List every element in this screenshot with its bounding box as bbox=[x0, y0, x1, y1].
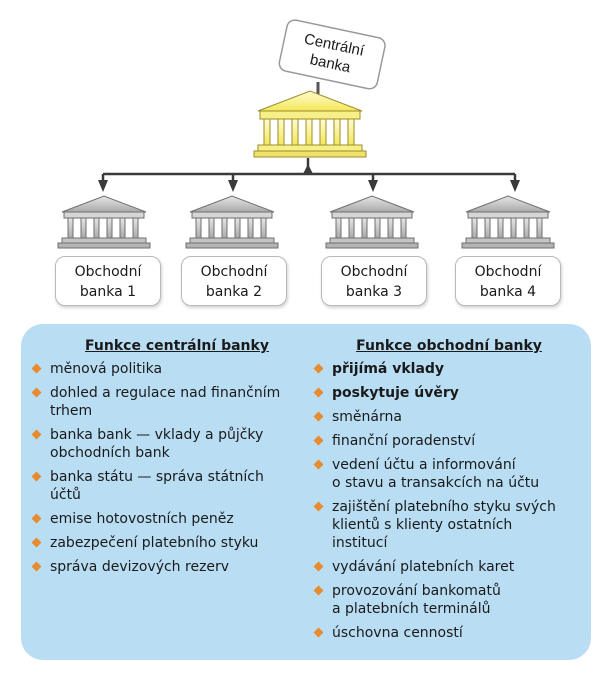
list-item-text: měnová politika bbox=[50, 361, 163, 377]
diamond-bullet-icon bbox=[313, 501, 324, 512]
commercial-bank-temple-icon bbox=[325, 195, 419, 249]
list-item-text: správa devizových rezerv bbox=[50, 559, 230, 575]
list-item-text: úschovna cenností bbox=[332, 625, 463, 641]
commercial-function-item: vydávání platebních karet bbox=[313, 558, 584, 576]
commercial-function-item: zajištění platebního styku svých klientů … bbox=[313, 498, 584, 552]
list-item-text: banka bank — vklady a půjčky bbox=[50, 427, 264, 443]
diamond-bullet-icon bbox=[31, 387, 42, 398]
diamond-bullet-icon bbox=[313, 561, 324, 572]
diamond-bullet-icon bbox=[31, 561, 42, 572]
functions-panel: Funkce centrální banky měnová politika do… bbox=[21, 324, 591, 660]
central-function-item: banka bank — vklady a půjčky obchodních b… bbox=[31, 426, 322, 462]
list-item-text: zajištění platebního styku svých bbox=[332, 499, 556, 515]
list-item-text: finanční poradenství bbox=[332, 433, 476, 449]
commercial-bank-temple-icon bbox=[185, 195, 279, 249]
connector-lines bbox=[98, 158, 520, 192]
diamond-bullet-icon bbox=[313, 585, 324, 596]
commercial-functions-column: Funkce obchodní banky přijímá vklady posk… bbox=[313, 338, 584, 648]
list-item-text: a platebních terminálů bbox=[332, 601, 491, 617]
diamond-bullet-icon bbox=[313, 387, 324, 398]
central-function-item: banka státu — správa státních účtů bbox=[31, 468, 322, 504]
commercial-bank-2-line2: banka 2 bbox=[205, 284, 263, 300]
diamond-bullet-icon bbox=[313, 627, 324, 638]
list-item-text: banka státu — správa státních bbox=[50, 469, 264, 485]
list-item-text: poskytuje úvěry bbox=[332, 385, 459, 401]
commercial-bank-4-line2: banka 4 bbox=[479, 284, 537, 300]
commercial-bank-3-line1: Obchodní bbox=[340, 264, 408, 280]
commercial-function-item: přijímá vklady bbox=[313, 360, 584, 378]
commercial-functions-heading: Funkce obchodní banky bbox=[356, 338, 542, 354]
list-item-text: účtů bbox=[50, 487, 81, 503]
central-functions-column: Funkce centrální banky měnová politika do… bbox=[31, 338, 322, 582]
list-item-text: o stavu a transakcích na účtu bbox=[332, 475, 540, 491]
diamond-bullet-icon bbox=[313, 459, 324, 470]
commercial-bank-2-line1: Obchodní bbox=[200, 264, 268, 280]
diamond-bullet-icon bbox=[31, 363, 42, 374]
list-item-text: obchodních bank bbox=[50, 445, 170, 461]
commercial-bank-4-line1: Obchodní bbox=[474, 264, 542, 280]
central-bank-sign: Centrální banka bbox=[278, 19, 386, 96]
central-function-item: měnová politika bbox=[31, 360, 322, 378]
list-item-text: vydávání platebních karet bbox=[332, 559, 515, 575]
commercial-function-item: vedení účtu a informování o stavu a trans… bbox=[313, 456, 584, 492]
commercial-function-item: provozování bankomatů a platebních termin… bbox=[313, 582, 584, 618]
list-item-text: zabezpečení platebního styku bbox=[50, 535, 259, 551]
commercial-functions-list: přijímá vklady poskytuje úvěry směnárna fin… bbox=[313, 360, 584, 642]
commercial-bank-temple-icon bbox=[57, 195, 151, 249]
list-item-text: trhem bbox=[50, 403, 93, 419]
central-function-item: správa devizových rezerv bbox=[31, 558, 322, 576]
diamond-bullet-icon bbox=[31, 513, 42, 524]
bank-hierarchy-diagram: Centrální banka bbox=[57, 19, 555, 249]
central-function-item: emise hotovostních peněz bbox=[31, 510, 322, 528]
commercial-bank-label-3: Obchodní banka 3 bbox=[321, 256, 427, 306]
list-item-text: emise hotovostních peněz bbox=[50, 511, 234, 527]
commercial-function-item: finanční poradenství bbox=[313, 432, 584, 450]
central-function-item: zabezpečení platebního styku bbox=[31, 534, 322, 552]
commercial-bank-label-2: Obchodní banka 2 bbox=[181, 256, 287, 306]
list-item-text: dohled a regulace nad finančním bbox=[50, 385, 281, 401]
diamond-bullet-icon bbox=[313, 411, 324, 422]
list-item-text: vedení účtu a informování bbox=[332, 457, 516, 473]
diamond-bullet-icon bbox=[31, 537, 42, 548]
central-functions-heading: Funkce centrální banky bbox=[85, 338, 269, 354]
commercial-function-item: úschovna cenností bbox=[313, 624, 584, 642]
diamond-bullet-icon bbox=[313, 363, 324, 374]
central-function-item: dohled a regulace nad finančním trhem bbox=[31, 384, 322, 420]
list-item-text: institucí bbox=[332, 535, 388, 551]
central-functions-list: měnová politika dohled a regulace nad fin… bbox=[31, 360, 322, 576]
central-bank-temple-icon bbox=[253, 90, 367, 158]
commercial-function-item: směnárna bbox=[313, 408, 584, 426]
commercial-function-item: poskytuje úvěry bbox=[313, 384, 584, 402]
list-item-text: provozování bankomatů bbox=[332, 583, 501, 599]
commercial-bank-1-line2: banka 1 bbox=[79, 284, 137, 300]
list-item-text: přijímá vklady bbox=[332, 361, 445, 377]
diamond-bullet-icon bbox=[313, 435, 324, 446]
diamond-bullet-icon bbox=[31, 471, 42, 482]
list-item-text: směnárna bbox=[332, 409, 402, 425]
list-item-text: klientů s klienty ostatních bbox=[332, 517, 513, 533]
commercial-bank-3-line2: banka 3 bbox=[345, 284, 403, 300]
diamond-bullet-icon bbox=[31, 429, 42, 440]
commercial-bank-label-4: Obchodní banka 4 bbox=[455, 256, 561, 306]
commercial-bank-1-line1: Obchodní bbox=[74, 264, 142, 280]
commercial-bank-temple-icon bbox=[461, 195, 555, 249]
commercial-bank-label-1: Obchodní banka 1 bbox=[55, 256, 161, 306]
